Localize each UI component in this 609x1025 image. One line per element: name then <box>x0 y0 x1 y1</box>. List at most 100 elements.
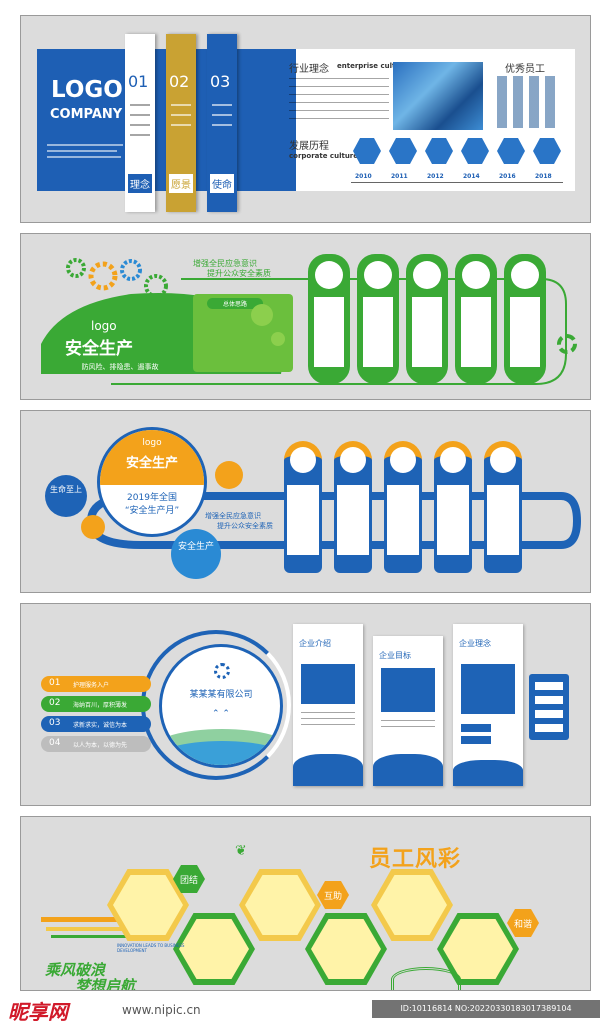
blue-capsule-4 <box>434 441 472 573</box>
panel3-logo: logo <box>142 438 162 448</box>
green-dot-1 <box>251 304 273 326</box>
slogan-1: 乘风破浪 <box>45 961 106 979</box>
card-philosophy-title: 企业理念 <box>459 639 491 648</box>
history-en: corporate culture <box>289 152 358 160</box>
history-hex-6 <box>533 138 561 164</box>
timeline-line <box>351 182 563 183</box>
pillar-3-label: 使命 <box>210 174 234 193</box>
year-2018: 2018 <box>535 173 552 180</box>
year-2011: 2011 <box>391 173 408 180</box>
pillar-1-label: 理念 <box>128 174 152 193</box>
company-name: 某某某有限公司 <box>189 690 253 700</box>
slogan-small: INNOVATION LEADS TO BUSINESS DEVELOPMENT <box>117 943 185 953</box>
green-capsule-5 <box>504 254 546 384</box>
culture-en: enterprise culture <box>337 62 409 70</box>
pillar-1: 01 理念 <box>125 34 155 212</box>
blue-capsule-5 <box>484 441 522 573</box>
tab-02: 02 海纳百川，厚积薄发 <box>41 696 151 712</box>
watermark-logo: 昵享网 <box>8 1000 68 1024</box>
gear-cluster <box>61 256 181 306</box>
photo-grid <box>393 62 483 130</box>
tag-harmony-text: 和谐 <box>513 920 532 930</box>
panel2-line1: 增强全民应急意识 <box>193 259 257 268</box>
tag-help-text: 互助 <box>323 892 342 902</box>
tag-unity-text: 团结 <box>179 876 198 886</box>
card-intro-title: 企业介绍 <box>299 639 331 648</box>
panel2-slogan-bar: 防风险、排隐患、遏事故 <box>81 363 159 371</box>
history-title: 发展历程 <box>289 141 329 152</box>
blue-capsule-3 <box>384 441 422 573</box>
panel5-title: 员工风彩 <box>369 846 462 872</box>
pillar-2-number: 02 <box>169 72 190 91</box>
green-dot-2 <box>271 332 285 346</box>
butterfly-icon: ❦ <box>235 843 247 859</box>
left-bubble-text: 生命至上 <box>50 485 82 494</box>
year-2010: 2010 <box>355 173 372 180</box>
slogan-2: 梦想启航 <box>75 977 136 991</box>
green-capsule-1 <box>308 254 350 384</box>
panel2-title: 安全生产 <box>65 339 133 359</box>
logo-block: LOGO COMPANY <box>37 49 134 191</box>
tab-03-text: 求新求实，诚信为本 <box>73 722 128 729</box>
side-labels <box>529 674 569 740</box>
bird-icon: ⌃ ⌃ <box>212 709 230 719</box>
tab-02-text: 海纳百川，厚积薄发 <box>73 702 128 709</box>
staff-grid <box>497 76 559 128</box>
card-goal-title: 企业目标 <box>379 651 411 660</box>
panel-corporate-culture: LOGO COMPANY 01 理念 02 愿景 03 使命 行业理念 ente… <box>20 15 591 223</box>
blue-capsule-2 <box>334 441 372 573</box>
tab-01-text: 护理服务入户 <box>73 682 110 689</box>
orange-logo-circle: logo 安全生产 2019年全国 “安全生产月” <box>97 427 207 537</box>
panel3-line1: 增强全民应急意识 <box>205 512 261 520</box>
hex-frame-3 <box>239 869 321 941</box>
pillar-2: 02 愿景 <box>166 34 196 212</box>
panel3-line2: 提升公众安全素质 <box>217 522 273 530</box>
left-bubble: 生命至上 <box>45 475 87 517</box>
watermark-url: www.nipic.cn <box>122 1003 201 1017</box>
pillar-2-label: 愿景 <box>169 174 193 193</box>
watermark-id: ID:10116814 NO:20220330183017389104 <box>372 1000 600 1018</box>
wave-decor <box>391 967 461 990</box>
tag-unity: 团结 <box>173 865 205 893</box>
hex-frame-2 <box>173 913 255 985</box>
staff-title: 优秀员工 <box>505 64 545 75</box>
right-bubble-text: 安全生产 <box>177 542 214 552</box>
pillar-1-number: 01 <box>128 72 149 91</box>
tab-01-number: 01 <box>49 678 61 688</box>
panel2-line2: 提升公众安全素质 <box>207 269 271 278</box>
pillar-3: 03 使命 <box>207 34 237 212</box>
card-intro: 企业介绍 <box>293 624 363 786</box>
tab-03: 03 求新求实，诚信为本 <box>41 716 151 732</box>
right-bubble: 安全生产 <box>171 529 221 579</box>
tab-01: 01 护理服务入户 <box>41 676 151 692</box>
orange-dot-top <box>215 461 243 489</box>
panel2-pill: 总体思路 <box>207 298 263 309</box>
green-capsule-3 <box>406 254 448 384</box>
year-2014: 2014 <box>463 173 480 180</box>
panel-green-safety: logo 安全生产 防风险、排隐患、遏事故 增强全民应急意识 提升公众安全素质 … <box>20 233 591 400</box>
year-2016: 2016 <box>499 173 516 180</box>
tab-04: 04 以人为本，以德为先 <box>41 736 151 752</box>
blue-track <box>86 492 582 549</box>
pillar-3-number: 03 <box>210 72 231 91</box>
orange-dot-small <box>81 515 105 539</box>
tag-help: 互助 <box>317 881 349 909</box>
panel2-logo: logo <box>91 319 117 333</box>
year-2012: 2012 <box>427 173 444 180</box>
green-capsule-4 <box>455 254 497 384</box>
gear-icon-right <box>557 334 577 354</box>
gear-icon <box>66 258 168 298</box>
company-circle: 某某某有限公司 ⌃ ⌃ <box>159 644 283 768</box>
panel3-circle-line2: “安全生产月” <box>124 506 180 516</box>
card-philosophy: 企业理念 <box>453 624 523 786</box>
panel-employee-style: 团结 互助 和谐 员工风彩 ❦ INNOVATION LEADS TO BUSI… <box>20 816 591 991</box>
flower-logo-icon <box>214 663 230 679</box>
panel-company-intro: 某某某有限公司 ⌃ ⌃ 01 护理服务入户 02 海纳百川，厚积薄发 03 求新… <box>20 603 591 806</box>
tab-04-text: 以人为本，以德为先 <box>73 742 128 749</box>
panel3-title: 安全生产 <box>125 456 178 471</box>
panel3-circle-line1: 2019年全国 <box>127 493 177 503</box>
green-capsule-2 <box>357 254 399 384</box>
company-text: COMPANY <box>50 107 123 122</box>
panel-blue-safety: logo 安全生产 2019年全国 “安全生产月” 生命至上 安全生产 增强全民… <box>20 410 591 593</box>
tab-02-number: 02 <box>49 698 61 708</box>
